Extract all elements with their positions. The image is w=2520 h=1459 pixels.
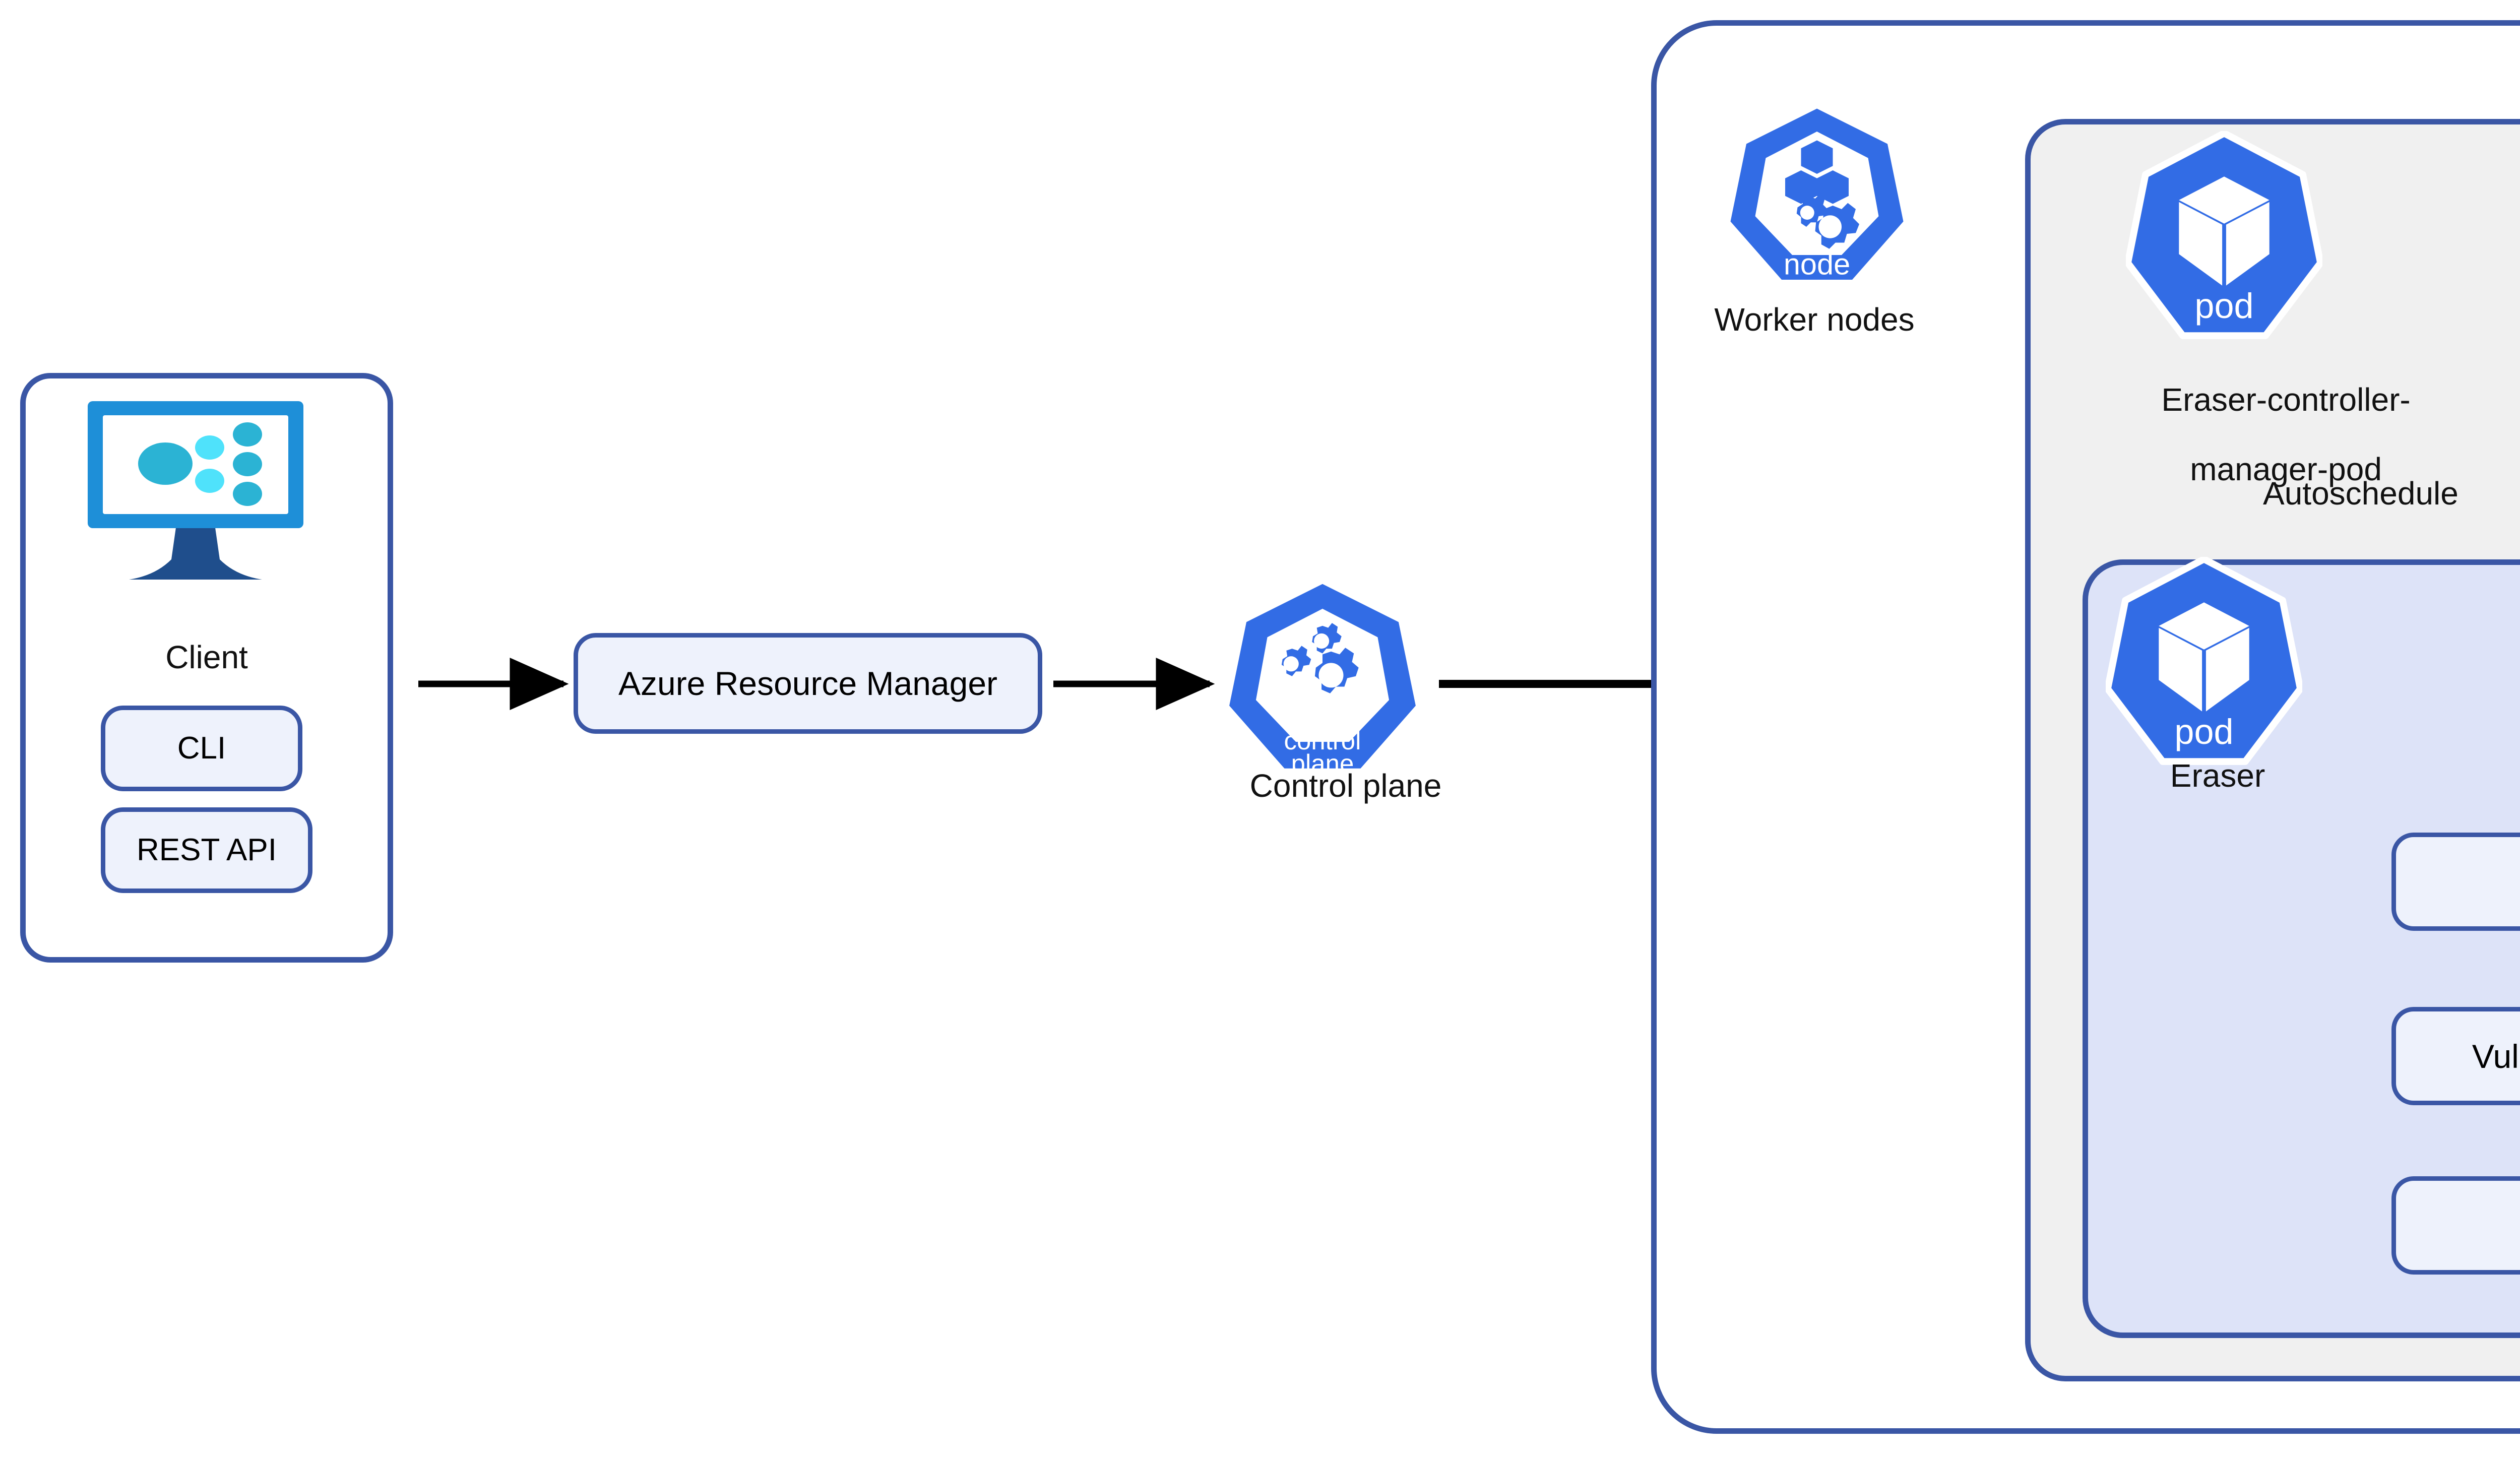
control-plane-label: Control plane (1249, 768, 1442, 804)
pipeline-step-vulnerability-scanner[interactable]: Vulnerability scanner (2391, 1007, 2520, 1105)
kubernetes-control-plane-icon: control plane (1229, 584, 1416, 778)
client-label: Client (165, 639, 248, 675)
client-option-rest-api[interactable]: REST API (101, 807, 312, 893)
worker-nodes-label: Worker nodes (1714, 301, 1915, 338)
svg-text:plane: plane (1291, 749, 1354, 778)
monitor-icon (88, 401, 303, 580)
svg-text:control: control (1284, 726, 1361, 755)
ecm-label-line2: manager-pod (2190, 451, 2382, 488)
pipeline-step-collector[interactable]: Collector (2391, 833, 2520, 931)
azure-resource-manager-node[interactable]: Azure Resource Manager (574, 633, 1042, 734)
svg-text:node: node (1784, 247, 1850, 281)
svg-text:pod: pod (2174, 712, 2233, 751)
svg-text:pod: pod (2194, 286, 2253, 326)
client-option-cli[interactable]: CLI (101, 706, 302, 791)
kubernetes-pod-icon: pod (2126, 131, 2322, 339)
kubernetes-node-icon: node (1730, 108, 1904, 281)
autoschedule-edge-label: Autoschedule (2263, 475, 2459, 512)
eraser-controller-manager-pod-label: Eraser-controller- manager-pod (2031, 348, 2505, 522)
eraser-pod-label: Eraser (2170, 757, 2265, 794)
kubernetes-pod-icon: pod (2106, 557, 2302, 765)
pipeline-step-remover[interactable]: Remover (2391, 1176, 2520, 1275)
ecm-label-line1: Eraser-controller- (2161, 382, 2411, 418)
